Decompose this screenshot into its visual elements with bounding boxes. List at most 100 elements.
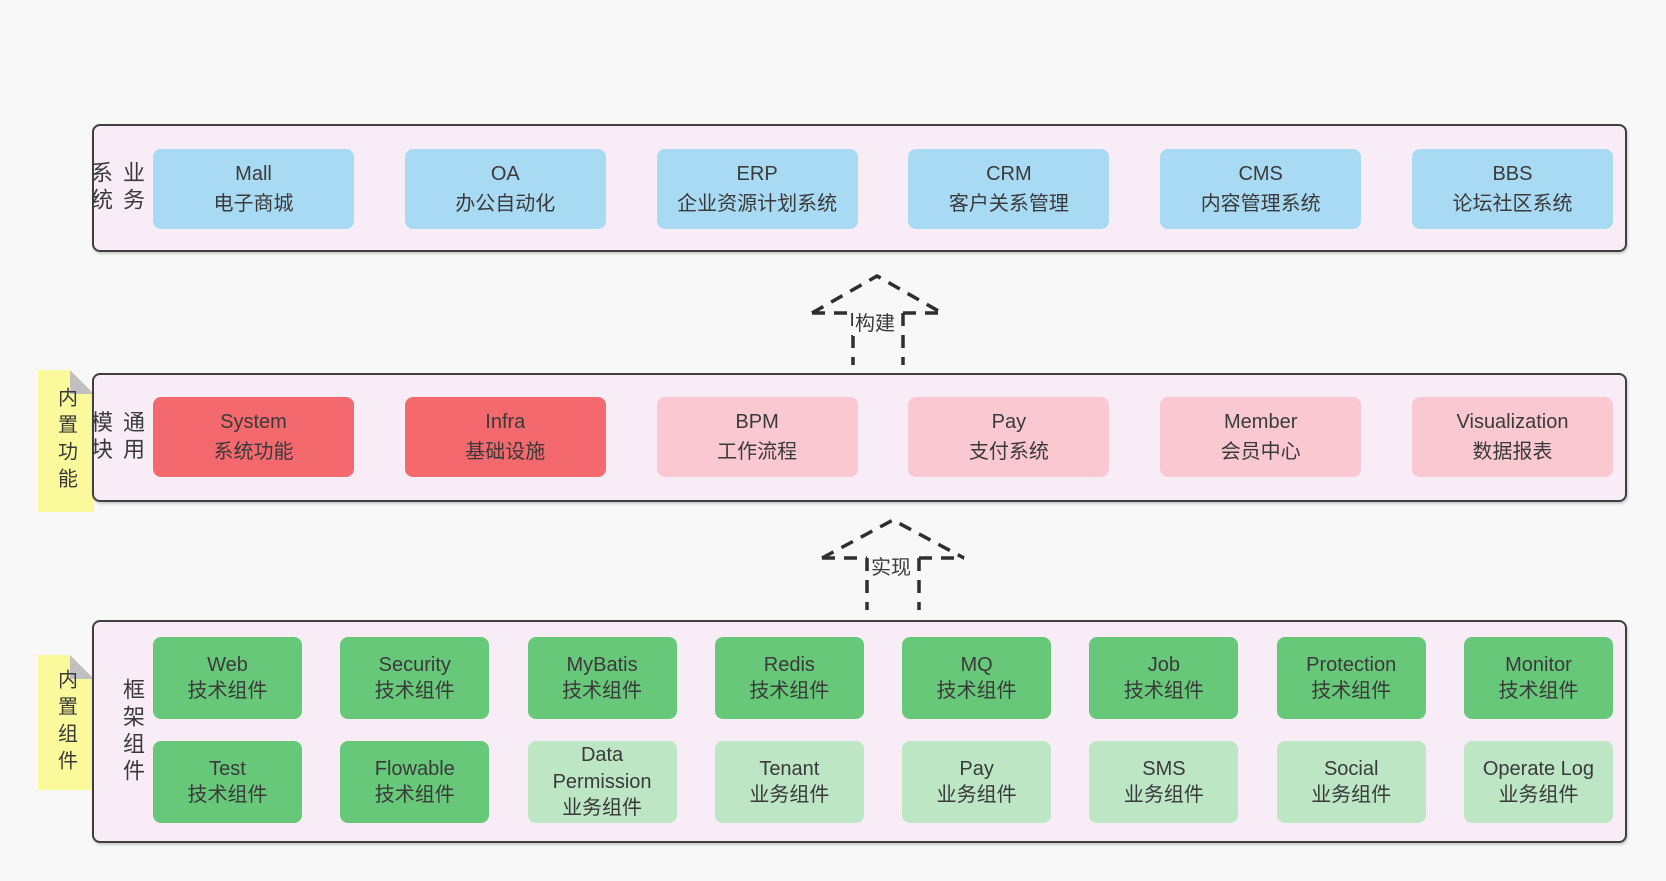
box-subtitle: 技术组件 <box>374 784 455 806</box>
box-title: Monitor <box>1505 653 1572 676</box>
box-title: ERP <box>736 163 778 185</box>
component-box-data-permission: Data Permission 业务组件 <box>527 741 677 823</box>
box-title: Security <box>378 653 451 676</box>
box-title: BPM <box>735 411 779 433</box>
component-box-security: Security 技术组件 <box>340 637 490 719</box>
component-box-row-2: Test 技术组件 Flowable 技术组件 Data Permission … <box>153 741 1613 823</box>
build-arrow-icon <box>811 273 943 365</box>
component-box-social: Social 业务组件 <box>1276 741 1426 823</box>
box-subtitle: 技术组件 <box>936 680 1017 702</box>
box-title: Test <box>209 757 246 780</box>
box-subtitle: 业务组件 <box>936 784 1017 806</box>
module-box-visualization: Visualization 数据报表 <box>1411 397 1613 477</box>
component-box-test: Test 技术组件 <box>153 741 302 823</box>
sticky-label: 内置功能 <box>54 387 77 495</box>
box-title: Data Permission <box>552 744 652 793</box>
system-box-crm: CRM 客户关系管理 <box>908 149 1110 229</box>
box-subtitle: 电子商城 <box>213 193 294 215</box>
box-title: Protection <box>1306 653 1397 676</box>
box-title: CMS <box>1238 163 1283 185</box>
panel-side-label: 业务系统 <box>88 161 145 215</box>
box-title: Social <box>1323 757 1379 780</box>
module-box-infra: Infra 基础设施 <box>404 397 606 477</box>
box-subtitle: 基础设施 <box>465 441 546 463</box>
box-title: MQ <box>960 653 993 676</box>
box-subtitle: 技术组件 <box>187 784 268 806</box>
box-title: Pay <box>991 411 1027 433</box>
panel-side-label: 通用模块 <box>88 410 145 465</box>
sticky-note-built-in-components: 内置组件 <box>38 655 94 790</box>
component-box-sms: SMS 业务组件 <box>1089 741 1239 823</box>
box-subtitle: 业务组件 <box>1123 784 1204 806</box>
box-subtitle: 内容管理系统 <box>1200 193 1321 215</box>
box-subtitle: 会员中心 <box>1220 441 1301 463</box>
component-box-pay: Pay 业务组件 <box>902 741 1052 823</box>
box-title: CRM <box>986 163 1032 185</box>
box-subtitle: 技术组件 <box>1311 680 1392 702</box>
box-subtitle: 技术组件 <box>187 680 268 702</box>
component-box-redis: Redis 技术组件 <box>714 637 864 719</box>
box-subtitle: 业务组件 <box>1311 784 1392 806</box>
panel-side-label: 框架组件 <box>120 677 145 786</box>
box-subtitle: 技术组件 <box>1123 680 1204 702</box>
system-box-cms: CMS 内容管理系统 <box>1160 149 1362 229</box>
module-box-system: System 系统功能 <box>153 397 354 477</box>
box-subtitle: 技术组件 <box>374 680 455 702</box>
system-box-bbs: BBS 论坛社区系统 <box>1411 149 1613 229</box>
panel-common-modules: 通用模块 System 系统功能 Infra 基础设施 BPM 工作流程 Pay… <box>88 373 1627 502</box>
box-subtitle: 业务组件 <box>562 797 643 820</box>
implement-arrow-label: 实现 <box>869 551 913 580</box>
box-subtitle: 办公自动化 <box>455 193 556 215</box>
box-title: Infra <box>485 411 526 433</box>
component-box-row-1: Web 技术组件 Security 技术组件 MyBatis 技术组件 Redi… <box>153 637 1613 719</box>
business-box-row: Mall 电子商城 OA 办公自动化 ERP 企业资源计划系统 CRM 客户关系… <box>153 149 1613 229</box>
system-box-erp: ERP 企业资源计划系统 <box>656 149 858 229</box>
box-subtitle: 技术组件 <box>1498 680 1579 702</box>
box-subtitle: 系统功能 <box>213 441 294 463</box>
system-box-oa: OA 办公自动化 <box>404 149 606 229</box>
box-title: System <box>220 411 287 433</box>
component-box-protection: Protection 技术组件 <box>1276 637 1426 719</box>
component-box-operate-log: Operate Log 业务组件 <box>1463 741 1613 823</box>
system-box-mall: Mall 电子商城 <box>153 149 354 229</box>
box-subtitle: 技术组件 <box>749 680 830 702</box>
module-box-pay: Pay 支付系统 <box>908 397 1110 477</box>
module-box-bpm: BPM 工作流程 <box>656 397 858 477</box>
box-title: Web <box>207 653 248 676</box>
box-title: MyBatis <box>566 653 638 676</box>
implement-arrow-icon <box>821 518 965 610</box>
box-subtitle: 客户关系管理 <box>948 193 1069 215</box>
box-title: Operate Log <box>1482 757 1595 780</box>
box-subtitle: 论坛社区系统 <box>1452 193 1573 215</box>
box-subtitle: 数据报表 <box>1472 441 1553 463</box>
box-subtitle: 企业资源计划系统 <box>677 193 838 215</box>
component-box-mq: MQ 技术组件 <box>902 637 1052 719</box>
box-subtitle: 技术组件 <box>562 680 643 702</box>
box-title: Flowable <box>374 757 455 780</box>
box-title: SMS <box>1142 757 1186 780</box>
box-subtitle: 业务组件 <box>749 784 830 806</box>
box-title: Redis <box>763 653 815 676</box>
box-title: Pay <box>959 757 994 780</box>
box-title: Job <box>1147 653 1181 676</box>
box-subtitle: 支付系统 <box>968 441 1049 463</box>
module-box-row: System 系统功能 Infra 基础设施 BPM 工作流程 Pay 支付系统… <box>153 397 1613 477</box>
component-box-monitor: Monitor 技术组件 <box>1463 637 1613 719</box>
box-subtitle: 工作流程 <box>717 441 798 463</box>
panel-business-systems: 业务系统 Mall 电子商城 OA 办公自动化 ERP 企业资源计划系统 CRM… <box>88 124 1627 252</box>
panel-framework-components: 框架组件 Web 技术组件 Security 技术组件 MyBatis 技术组件… <box>92 620 1627 843</box>
component-box-flowable: Flowable 技术组件 <box>340 741 490 823</box>
component-box-tenant: Tenant 业务组件 <box>714 741 864 823</box>
module-box-member: Member 会员中心 <box>1160 397 1362 477</box>
build-arrow-label: 构建 <box>853 307 897 336</box>
box-title: BBS <box>1492 163 1533 185</box>
component-box-job: Job 技术组件 <box>1089 637 1239 719</box>
component-box-mybatis: MyBatis 技术组件 <box>527 637 677 719</box>
box-title: Tenant <box>759 757 820 780</box>
box-title: Mall <box>235 163 272 185</box>
box-title: Member <box>1224 411 1298 433</box>
box-subtitle: 业务组件 <box>1498 784 1579 806</box>
sticky-label: 内置组件 <box>54 668 77 777</box>
box-title: OA <box>490 163 520 185</box>
